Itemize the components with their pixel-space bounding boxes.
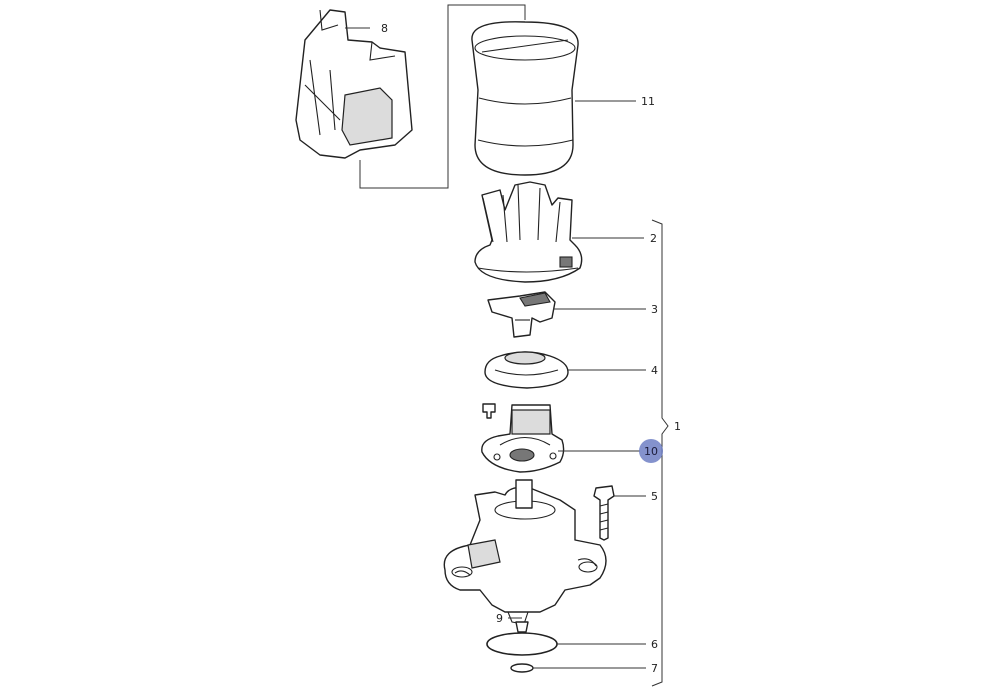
callout-6[interactable]: 6	[651, 638, 658, 651]
part-8-cover[interactable]	[295, 9, 413, 159]
callout-1[interactable]: 1	[674, 420, 681, 433]
callout-4[interactable]: 4	[651, 364, 658, 377]
callout-11[interactable]: 11	[641, 95, 655, 108]
callout-3[interactable]: 3	[651, 303, 658, 316]
callout-labels: 8 11 2 3 4 1 10 5 9 6 7	[381, 22, 681, 675]
callout-10[interactable]: 10	[644, 445, 658, 458]
callout-8[interactable]: 8	[381, 22, 388, 35]
callout-10-highlight	[639, 439, 663, 463]
callout-5[interactable]: 5	[651, 490, 658, 503]
callout-9[interactable]: 9	[496, 612, 503, 625]
part-10-hall-sender[interactable]	[481, 403, 565, 473]
part-1-distributor-housing[interactable]	[443, 479, 607, 633]
part-3-rotor-arm[interactable]	[487, 291, 556, 338]
part-7-seal-ring[interactable]	[510, 663, 534, 673]
part-5-clamp-screw[interactable]	[593, 485, 615, 541]
assembly-1-bracket	[651, 219, 669, 687]
part-6-o-ring[interactable]	[486, 632, 558, 656]
callout-7[interactable]: 7	[651, 662, 658, 675]
part-4-dust-shield[interactable]	[484, 351, 569, 389]
leader-lines	[345, 27, 646, 669]
part-11-suppression-cap[interactable]	[471, 21, 579, 176]
link-bracket-8-11	[359, 4, 526, 189]
callout-2[interactable]: 2	[650, 232, 657, 245]
part-2-distributor-cap[interactable]	[474, 181, 583, 283]
